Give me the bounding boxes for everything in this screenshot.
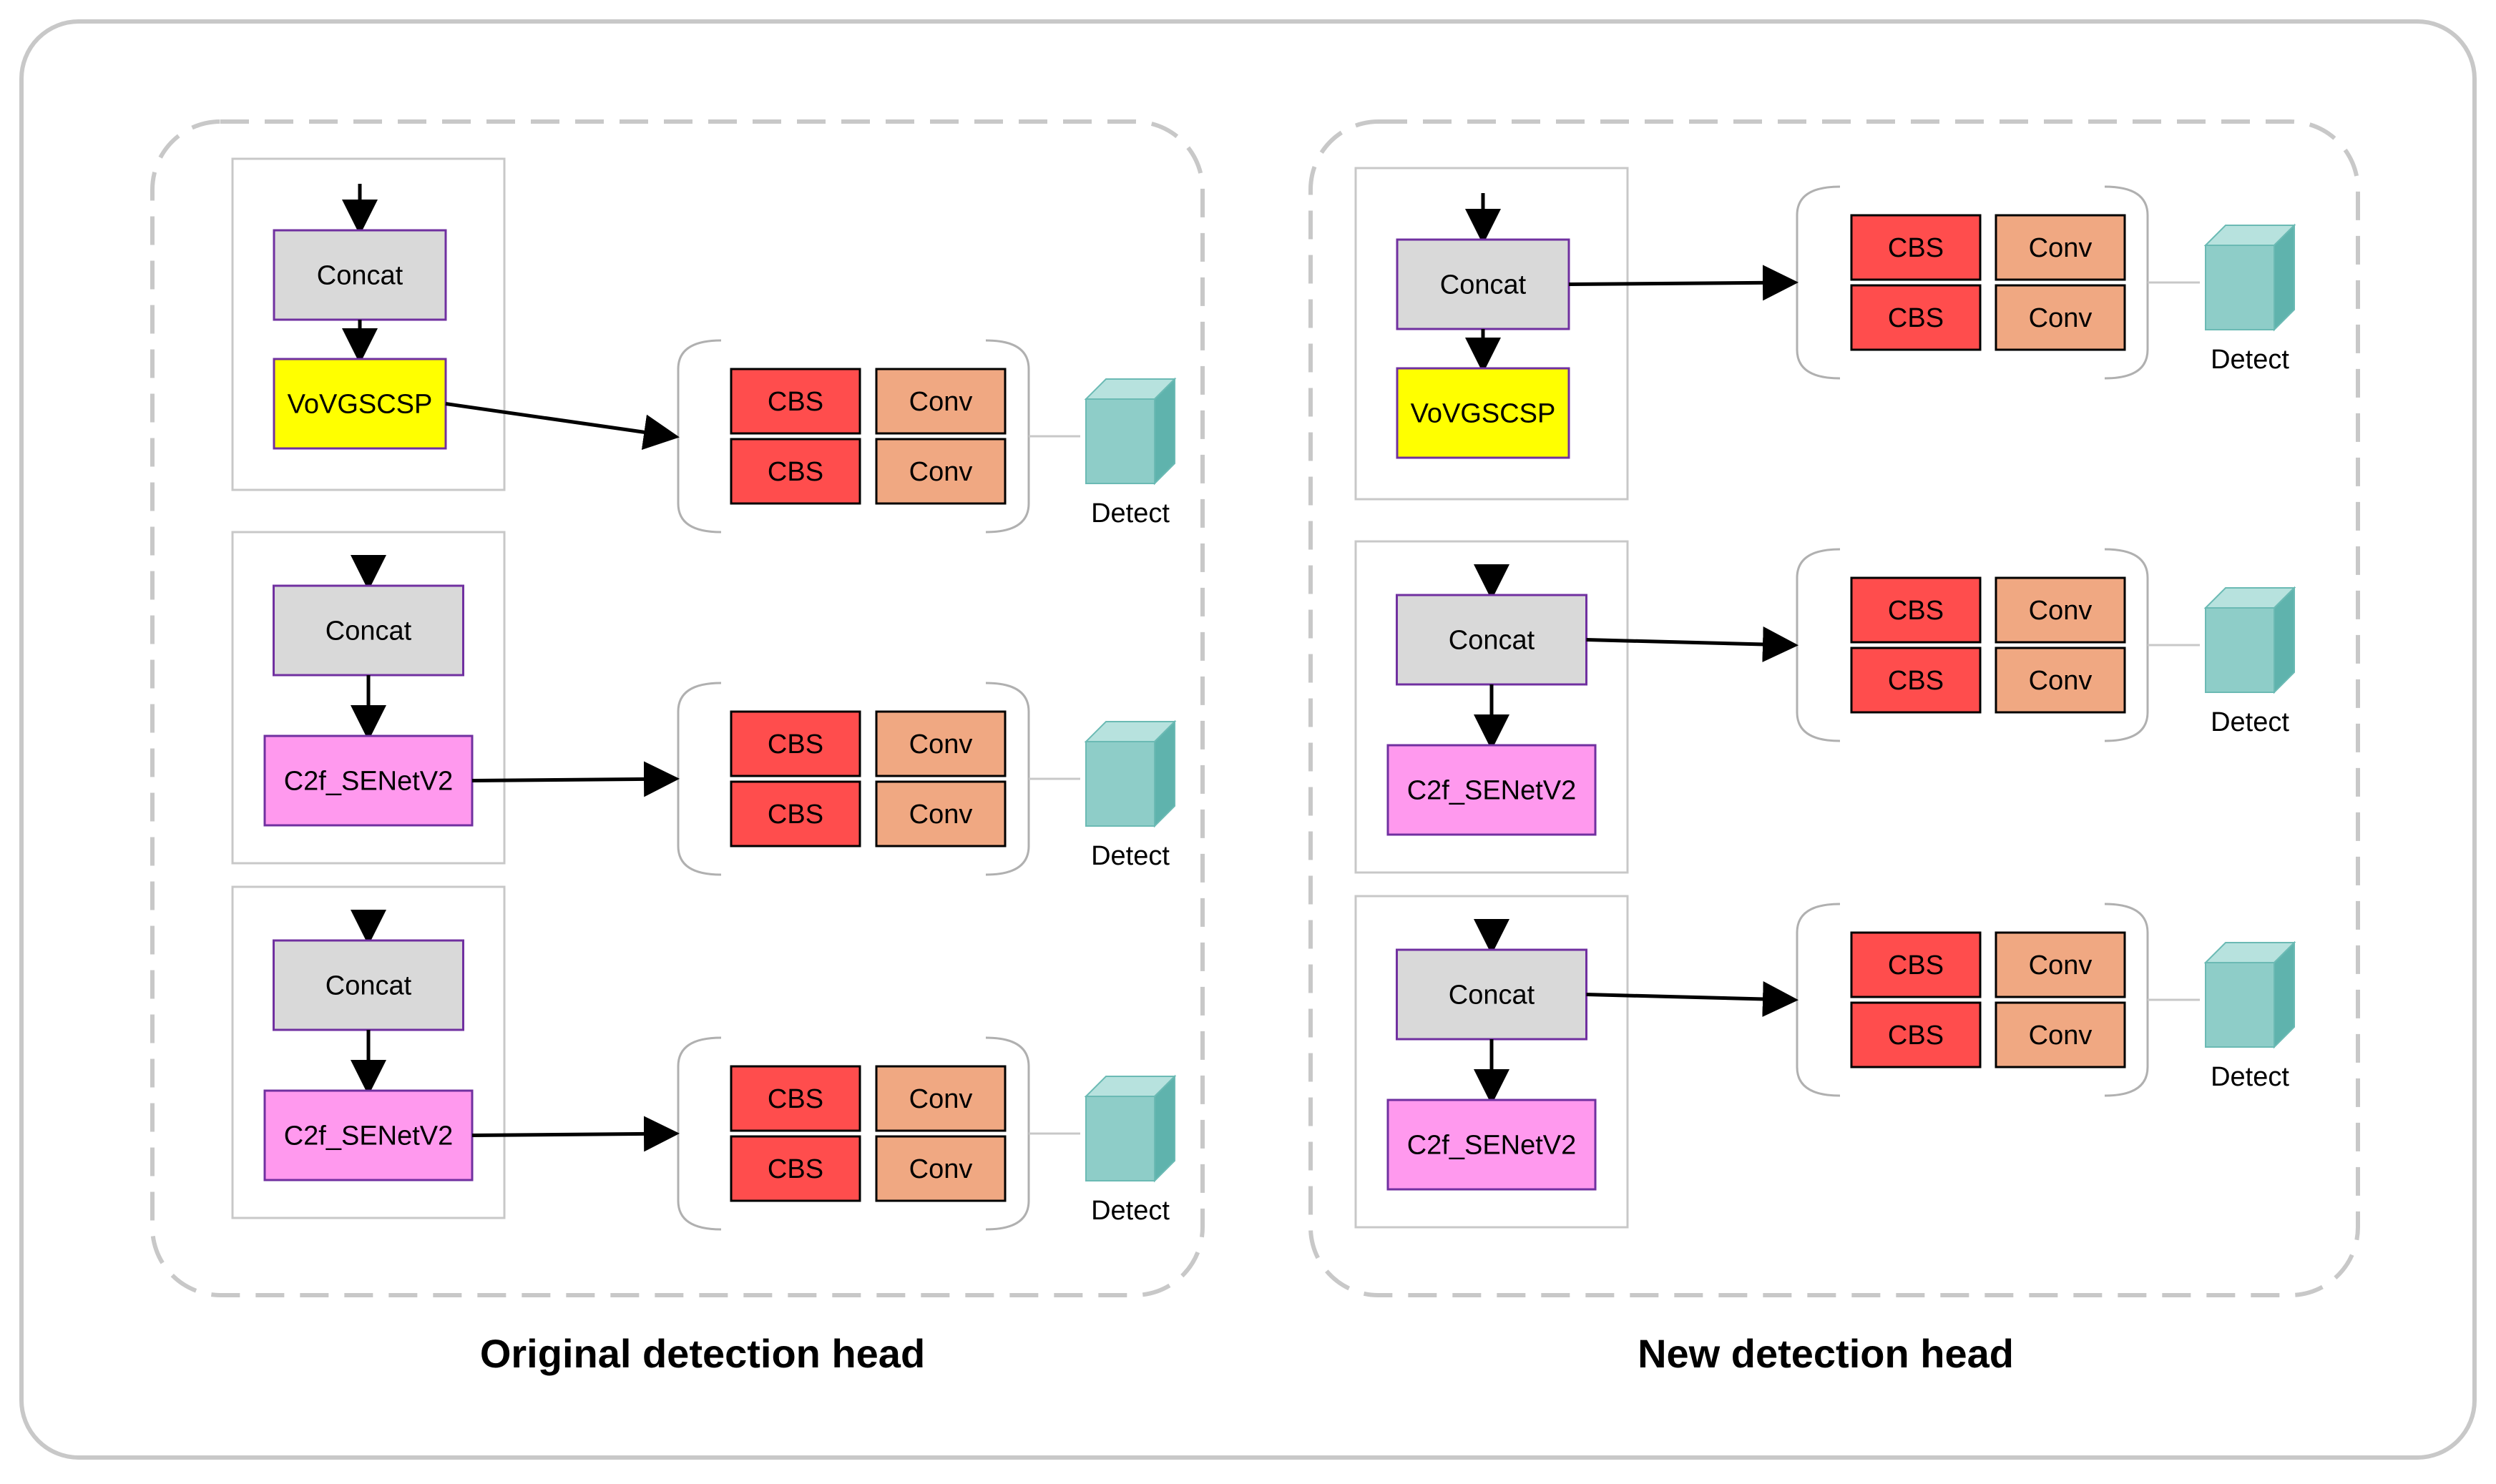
- new-row1-vovgscsp-block: [1396, 367, 1570, 459]
- new-row2-conv-1-label: Conv: [2029, 596, 2093, 626]
- original-row1-cbs-1-label: CBS: [768, 387, 823, 417]
- original-row3-to-head-arrow: [471, 1116, 680, 1152]
- new-row3-conv-2-label: Conv: [2029, 1021, 2093, 1051]
- original-panel-frame: [150, 119, 1205, 1297]
- original-row1-conv-2: [875, 438, 1007, 505]
- new-row1-vovgscsp-block-label: VoVGSCSP: [1411, 399, 1556, 429]
- new-row1-concat-block-label: Concat: [1440, 270, 1527, 300]
- new-row2-cbs-1-label: CBS: [1888, 596, 1944, 626]
- outer-frame: [19, 19, 2477, 1460]
- original-row3-detect-label: Detect: [1091, 1196, 1170, 1226]
- original-row2-cbs-2: [730, 780, 861, 847]
- original-row2-detect-cube-front: [1085, 741, 1155, 827]
- original-row1-cbs-1: [730, 368, 861, 435]
- new-row3-conv-1: [1995, 931, 2126, 998]
- new-row3-cbs-2-label: CBS: [1888, 1021, 1944, 1051]
- original-row3-c2f-block-label: C2f_SENetV2: [284, 1121, 454, 1151]
- new-row2-conv-1: [1995, 576, 2126, 644]
- original-row3-conv-2-label: Conv: [909, 1154, 973, 1184]
- new-row3-to-head-arrow: [1586, 981, 1798, 1017]
- new-row3-cbs-2: [1850, 1001, 1982, 1068]
- new-row1-conv-1-label: Conv: [2029, 233, 2093, 263]
- original-row1-detect-cube-front: [1085, 398, 1155, 484]
- original-row3-conv-2: [875, 1135, 1007, 1202]
- new-row2-cbs-2: [1850, 647, 1982, 714]
- original-row1-conv-2-label: Conv: [909, 457, 973, 487]
- original-row1-to-head-arrow: [445, 402, 680, 451]
- new-row3-conv-2: [1995, 1001, 2126, 1068]
- new-row2-c2f-block: [1386, 744, 1597, 836]
- original-row1-conv-1: [875, 368, 1007, 435]
- original-row2-cbs-1: [730, 710, 861, 777]
- new-row3-conv-1-label: Conv: [2029, 950, 2093, 981]
- original-row3-concat-block: [273, 939, 464, 1031]
- original-row1-vovgscsp-block-label: VoVGSCSP: [288, 390, 433, 420]
- new-row2-c2f-block-label: C2f_SENetV2: [1407, 776, 1577, 806]
- original-panel-title: Original detection head: [480, 1331, 925, 1376]
- new-row2-detect-label: Detect: [2211, 707, 2289, 737]
- original-row3-cbs-2-label: CBS: [768, 1154, 823, 1184]
- original-row1-concat-block-label: Concat: [317, 261, 403, 291]
- original-row3-cbs-1-label: CBS: [768, 1084, 823, 1114]
- new-panel-frame: [1308, 119, 2360, 1297]
- new-row3-c2f-block: [1386, 1099, 1597, 1191]
- new-row1-cbs-2: [1850, 284, 1982, 351]
- new-row1-conv-2-label: Conv: [2029, 303, 2093, 333]
- new-row1-cbs-1-label: CBS: [1888, 233, 1944, 263]
- new-row2-to-head-arrow: [1586, 626, 1798, 662]
- original-row3-cbs-2: [730, 1135, 861, 1202]
- original-row3-conv-1-label: Conv: [909, 1084, 973, 1114]
- original-row1-cbs-2-label: CBS: [768, 457, 823, 487]
- new-row1-cbs-2-label: CBS: [1888, 303, 1944, 333]
- new-panel-title: New detection head: [1638, 1331, 2014, 1376]
- original-row1-conv-1-label: Conv: [909, 387, 973, 417]
- original-row3-cbs-1: [730, 1065, 861, 1132]
- new-row1-cbs-1: [1850, 214, 1982, 281]
- new-row3-c2f-block-label: C2f_SENetV2: [1407, 1131, 1577, 1161]
- new-row3-concat-block: [1396, 948, 1587, 1041]
- original-row3-c2f-block: [263, 1089, 474, 1181]
- new-row2-detect-cube-front: [2205, 607, 2275, 693]
- original-row2-cbs-1-label: CBS: [768, 729, 823, 760]
- new-row1-detect-label: Detect: [2211, 345, 2289, 375]
- original-row1-cbs-2: [730, 438, 861, 505]
- original-row3-detect-cube-front: [1085, 1096, 1155, 1181]
- new-row1-to-head-arrow: [1568, 265, 1798, 301]
- original-row2-conv-2-label: Conv: [909, 800, 973, 830]
- new-row2-conv-2: [1995, 647, 2126, 714]
- new-row3-cbs-1: [1850, 931, 1982, 998]
- new-row3-detect-cube-front: [2205, 962, 2275, 1048]
- new-row3-detect-label: Detect: [2211, 1062, 2289, 1092]
- original-row3-conv-1: [875, 1065, 1007, 1132]
- original-row1-concat-block: [273, 229, 447, 321]
- new-row2-conv-2-label: Conv: [2029, 666, 2093, 696]
- original-row2-c2f-block: [263, 734, 474, 827]
- new-row2-cbs-1: [1850, 576, 1982, 644]
- original-row2-cbs-2-label: CBS: [768, 800, 823, 830]
- original-row2-conv-2: [875, 780, 1007, 847]
- new-row2-concat-block-label: Concat: [1449, 626, 1535, 656]
- original-row2-to-head-arrow: [471, 761, 680, 797]
- original-row2-conv-1-label: Conv: [909, 729, 973, 760]
- original-row1-vovgscsp-block: [273, 358, 447, 450]
- new-row2-cbs-2-label: CBS: [1888, 666, 1944, 696]
- new-row3-cbs-1-label: CBS: [1888, 950, 1944, 981]
- new-row3-concat-block-label: Concat: [1449, 981, 1535, 1011]
- new-row1-conv-2: [1995, 284, 2126, 351]
- original-row1-detect-label: Detect: [1091, 498, 1170, 529]
- original-row2-concat-block-label: Concat: [326, 616, 412, 647]
- original-row2-detect-label: Detect: [1091, 841, 1170, 871]
- original-row2-conv-1: [875, 710, 1007, 777]
- new-row1-conv-1: [1995, 214, 2126, 281]
- original-row3-concat-block-label: Concat: [326, 971, 412, 1001]
- original-row2-c2f-block-label: C2f_SENetV2: [284, 767, 454, 797]
- new-row1-detect-cube-front: [2205, 245, 2275, 330]
